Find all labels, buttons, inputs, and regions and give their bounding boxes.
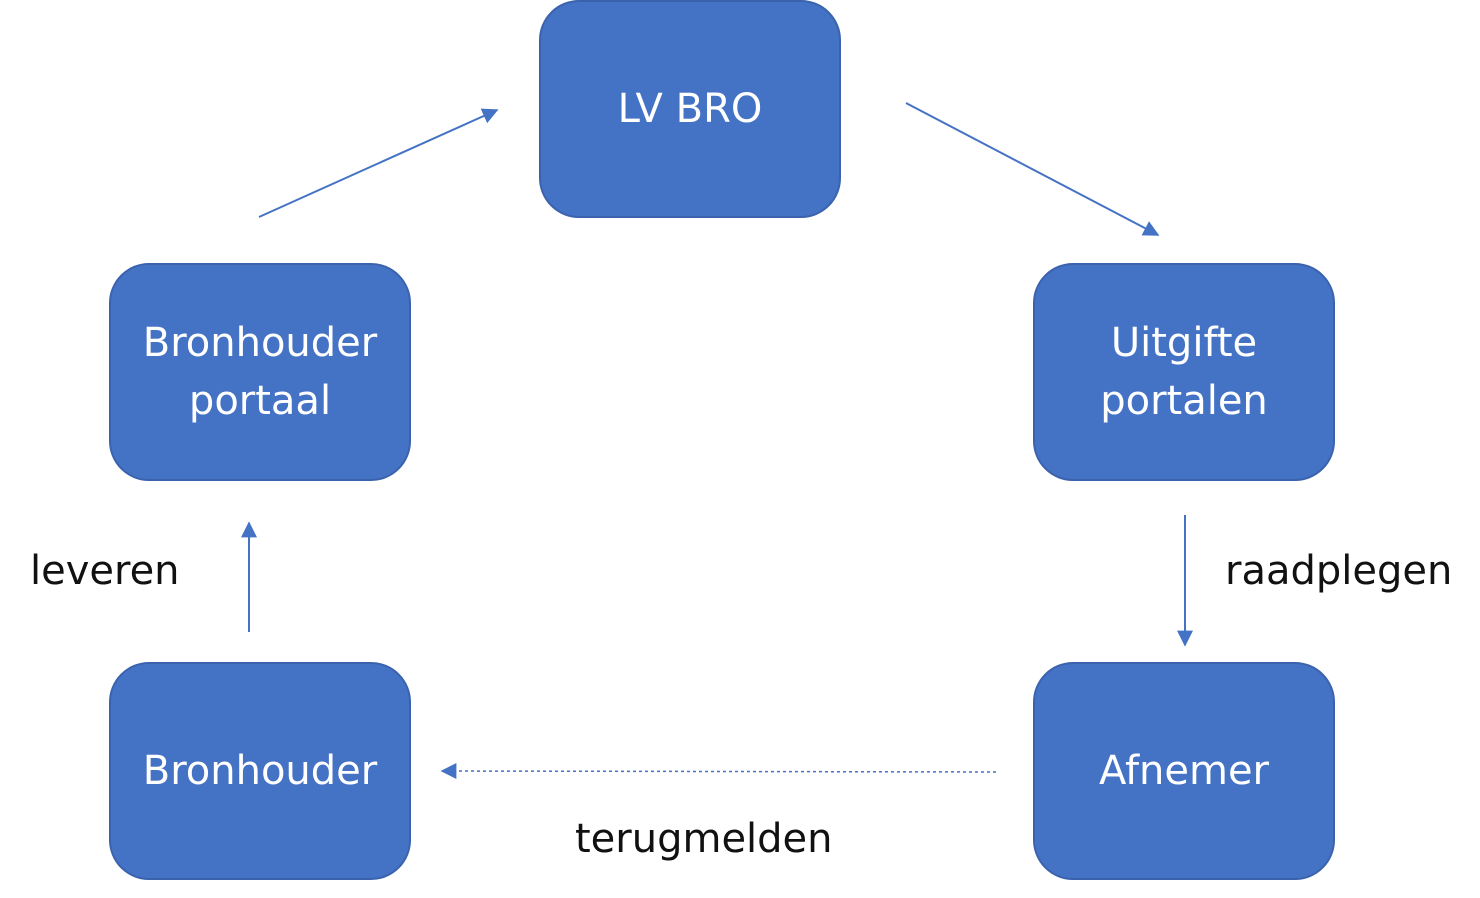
edge-label-terugmelden: terugmelden xyxy=(575,816,833,862)
arrow-bronhouder-portaal-to-lv-bro xyxy=(258,108,499,218)
node-lv-bro: LV BRO xyxy=(539,0,841,218)
arrow-lv-bro-to-uitgifte-portalen xyxy=(905,102,1160,236)
arrow-afnemer-to-bronhouder xyxy=(440,763,997,780)
edge-label-leveren: leveren xyxy=(30,548,180,594)
node-afnemer: Afnemer xyxy=(1033,662,1335,880)
node-uitgifte-portalen: Uitgifte portalen xyxy=(1033,263,1335,481)
node-bronhouder: Bronhouder xyxy=(109,662,411,880)
edge-label-raadplegen: raadplegen xyxy=(1225,548,1453,594)
node-bronhouder-portaal: Bronhouder portaal xyxy=(109,263,411,481)
